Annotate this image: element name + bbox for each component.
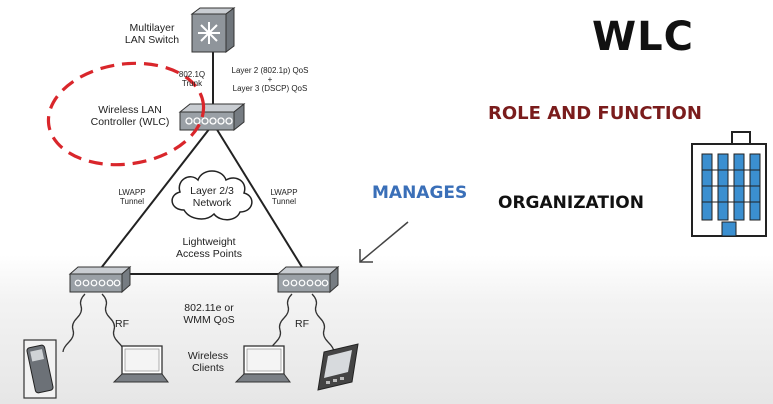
- rf-link-right-1: [269, 293, 293, 353]
- rf-right-label: RF: [295, 318, 309, 330]
- qos-label: Layer 2 (802.1p) QoS + Layer 3 (DSCP) Qo…: [231, 66, 309, 94]
- wlc-highlight-circle: [46, 61, 206, 167]
- laptop-left-icon: [112, 345, 169, 383]
- rf-link-right-2: [311, 293, 335, 353]
- manages-arrowhead-icon: [359, 249, 373, 263]
- rf-link-left-2: [101, 293, 125, 353]
- wireless-phone-icon: [23, 339, 57, 399]
- role-function-text: ROLE AND FUNCTION: [488, 103, 702, 124]
- rf-left-label: RF: [115, 318, 129, 330]
- tunnel-left-label: LWAPP Tunnel: [118, 188, 146, 207]
- wlc-label: Wireless LAN Controller (WLC): [90, 104, 170, 129]
- wmm-qos-label: 802.11e or WMM QoS: [183, 302, 235, 327]
- wireless-clients-label: Wireless Clients: [187, 350, 229, 375]
- access-point-right-icon: [276, 265, 340, 294]
- wlc-title: WLC: [592, 14, 694, 60]
- tunnel-line-left: [97, 127, 211, 273]
- organization-text: ORGANIZATION: [498, 193, 644, 213]
- rf-link-left-1: [62, 293, 86, 353]
- office-building-icon: [691, 131, 767, 237]
- switch-icon: [190, 7, 236, 53]
- cloud-label: Layer 2/3 Network: [190, 185, 234, 210]
- trunk-label: 802.1Q Trunk: [178, 70, 206, 89]
- network-cloud-icon: [171, 170, 253, 221]
- tunnel-right-label: LWAPP Tunnel: [270, 188, 298, 207]
- manages-text: MANAGES: [372, 183, 468, 203]
- pda-client-icon: [317, 343, 359, 391]
- access-points-label: Lightweight Access Points: [176, 236, 242, 261]
- manages-arrow-line: [359, 221, 409, 263]
- switch-label: Multilayer LAN Switch: [124, 22, 180, 47]
- laptop-right-icon: [234, 345, 291, 383]
- tunnel-line-right: [215, 127, 306, 273]
- access-point-left-icon: [68, 265, 132, 294]
- wlc-device-icon: [178, 102, 246, 132]
